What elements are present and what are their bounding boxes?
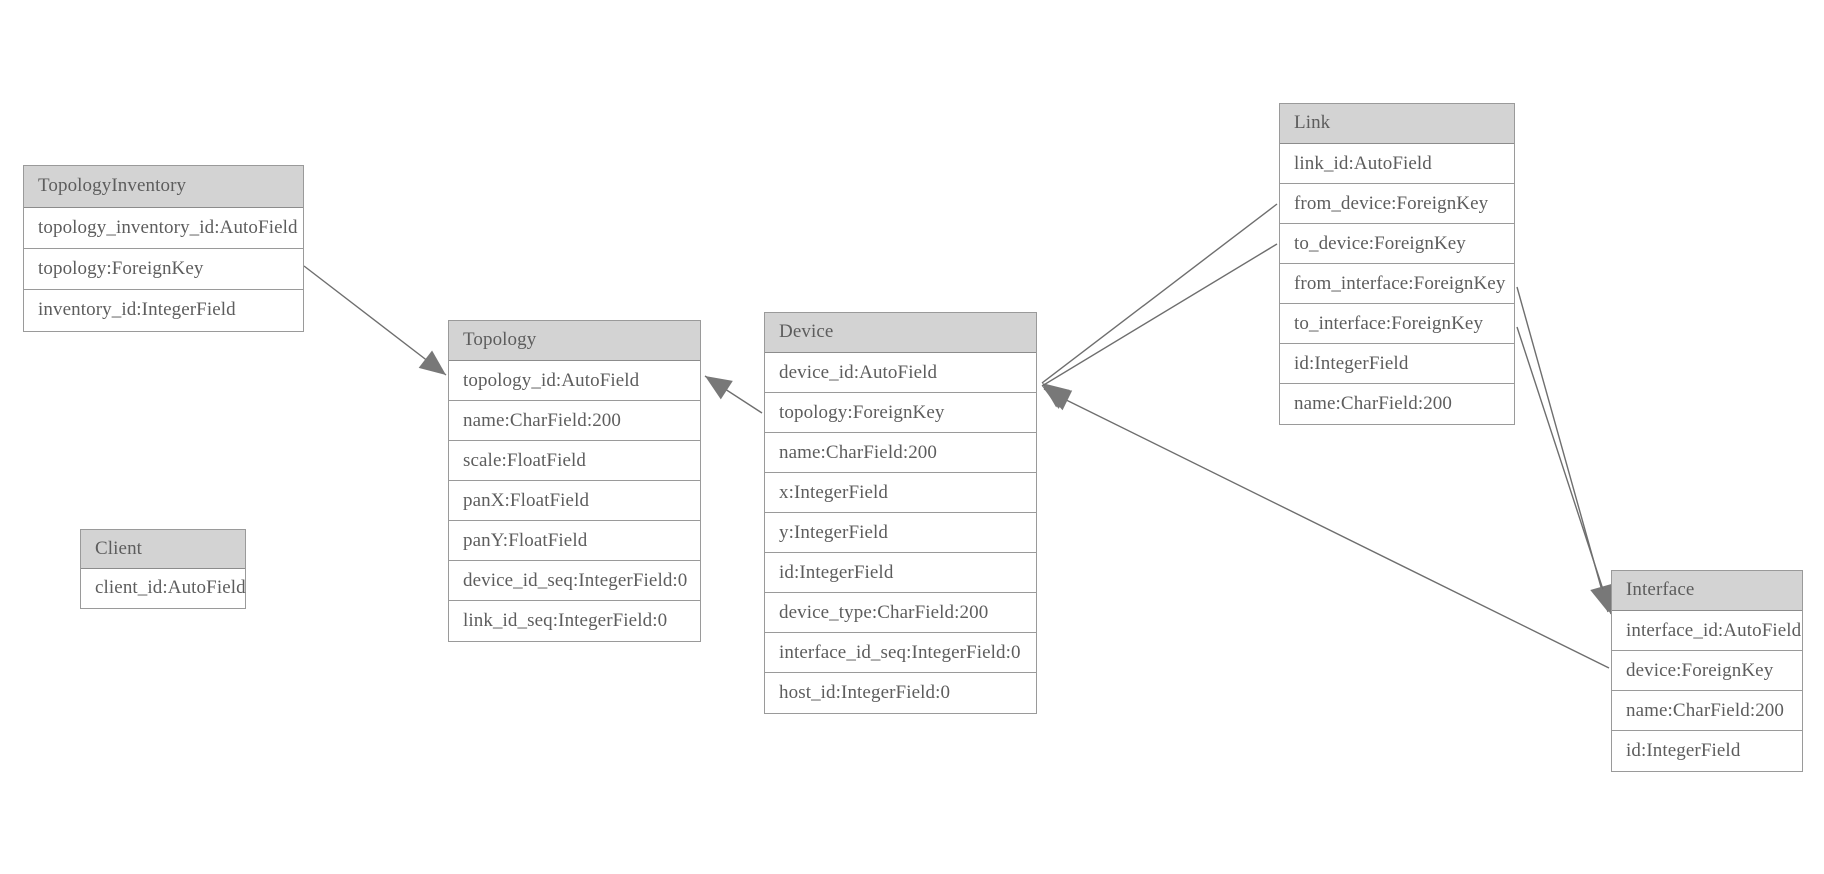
entity-field-row[interactable]: interface_id_seq:IntegerField:0: [765, 633, 1036, 673]
entity-field-row[interactable]: y:IntegerField: [765, 513, 1036, 553]
entity-field-row[interactable]: name:CharField:200: [1612, 691, 1802, 731]
entity-field-row[interactable]: client_id:AutoField: [95, 577, 246, 598]
entity-field-row[interactable]: from_device:ForeignKey: [1280, 184, 1514, 224]
relationship-line: [1041, 243, 1278, 387]
entity-field-row[interactable]: id:IntegerField: [1280, 344, 1514, 384]
entity-field-row[interactable]: topology:ForeignKey: [24, 249, 303, 290]
entity-field-row[interactable]: id:IntegerField: [1626, 740, 1741, 761]
entity-field-row[interactable]: link_id_seq:IntegerField:0: [463, 610, 668, 631]
entity-field-row[interactable]: to_interface:ForeignKey: [1280, 304, 1514, 344]
entity-header-device: Device: [765, 313, 1036, 353]
entity-field-row[interactable]: to_device:ForeignKey: [1280, 224, 1514, 264]
entity-field-row[interactable]: name:CharField:200: [1294, 393, 1452, 414]
relationship-device-topology: [704, 375, 763, 414]
entity-field-row[interactable]: link_id:AutoField: [1280, 144, 1514, 184]
entity-field-row[interactable]: inventory_id:IntegerField: [38, 299, 236, 320]
entity-field-row[interactable]: name:CharField:200: [449, 401, 700, 441]
entity-fields-client: client_id:AutoField: [81, 569, 246, 608]
relationship-line: [303, 265, 447, 376]
entity-header-interface: Interface: [1612, 571, 1802, 611]
entity-field-row[interactable]: topology:ForeignKey: [765, 393, 1036, 433]
entity-field-row[interactable]: host_id:IntegerField:0: [779, 682, 951, 703]
entity-header-topology: Topology: [449, 321, 700, 361]
relationship-arrowhead: [1042, 386, 1070, 409]
entity-field-row[interactable]: panY:FloatField: [449, 521, 700, 561]
entity-field-row[interactable]: x:IntegerField: [765, 473, 1036, 513]
entity-field-row[interactable]: name:CharField:200: [765, 433, 1036, 473]
entity-field-row[interactable]: device_type:CharField:200: [765, 593, 1036, 633]
relationship-topologyinventory-topology: [303, 265, 447, 376]
entity-header-link: Link: [1280, 104, 1514, 144]
entity-field-row[interactable]: device_id:AutoField: [765, 353, 1036, 393]
relationship-link-to_interface: [1516, 326, 1614, 615]
entity-field-row[interactable]: scale:FloatField: [449, 441, 700, 481]
entity-field-row[interactable]: device_id_seq:IntegerField:0: [449, 561, 700, 601]
entity-field-row[interactable]: panX:FloatField: [449, 481, 700, 521]
relationship-line: [1516, 326, 1612, 615]
relationship-line: [1516, 286, 1609, 613]
relationship-link-from_interface: [1516, 286, 1612, 613]
relationship-line: [1043, 388, 1610, 669]
entity-client[interactable]: Client client_id:AutoField: [80, 529, 246, 609]
relationship-arrowhead: [1044, 389, 1073, 411]
relationship-link-from_device: [1041, 203, 1278, 408]
entity-field-row[interactable]: id:IntegerField: [765, 553, 1036, 593]
entity-header-client: Client: [81, 530, 245, 569]
entity-header-topology_inventory: TopologyInventory: [24, 166, 303, 208]
relationship-arrowhead: [1042, 383, 1070, 408]
relationship-line: [704, 375, 763, 414]
entity-field-row[interactable]: topology_id:AutoField: [449, 361, 700, 401]
entity-field-row[interactable]: from_interface:ForeignKey: [1280, 264, 1514, 304]
entity-field-row[interactable]: device:ForeignKey: [1612, 651, 1802, 691]
entity-field-row[interactable]: topology_inventory_id:AutoField: [24, 208, 303, 249]
relationship-link-to_device: [1041, 243, 1278, 409]
relationship-line: [1041, 203, 1278, 384]
relationship-arrowhead: [705, 376, 733, 400]
entity-field-row[interactable]: interface_id:AutoField: [1612, 611, 1802, 651]
